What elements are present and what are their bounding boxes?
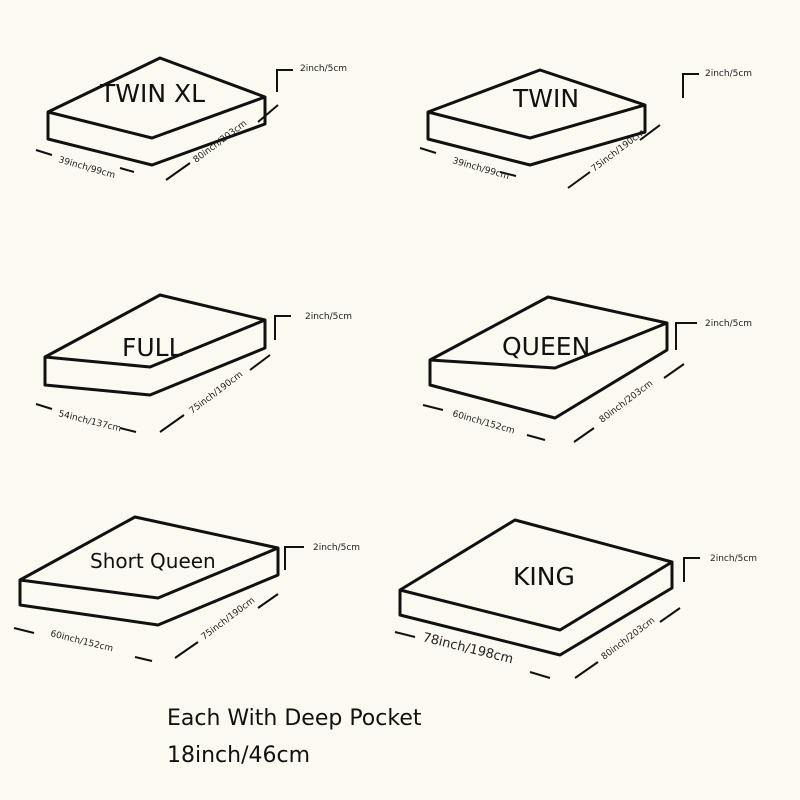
mattress-queen: QUEEN 2inch/5cm 60inch/152cm 80inch/203c… xyxy=(422,295,752,443)
length-arrow xyxy=(174,593,279,659)
width-label: 60inch/152cm xyxy=(49,629,114,654)
width-label: 39inch/99cm xyxy=(57,155,116,181)
size-label: TWIN xyxy=(512,84,579,113)
mattress-outline xyxy=(426,68,647,167)
height-bracket xyxy=(675,322,697,350)
height-bracket xyxy=(683,557,700,582)
mattress-twin: TWIN 2inch/5cm 39inch/99cm 75inch/190cm xyxy=(419,68,752,189)
width-arrow xyxy=(13,627,153,662)
size-label: TWIN XL xyxy=(99,79,205,108)
mattress-outline xyxy=(46,56,267,167)
mattress-twin-xl: TWIN XL 2inch/5cm 39inch/99cm 80inch/203… xyxy=(35,56,347,181)
length-arrow xyxy=(159,354,271,433)
width-label: 39inch/99cm xyxy=(451,156,510,182)
height-label: 2inch/5cm xyxy=(710,554,757,564)
height-label: 2inch/5cm xyxy=(313,543,360,553)
length-arrow xyxy=(574,607,681,679)
height-label: 2inch/5cm xyxy=(705,319,752,329)
size-label: QUEEN xyxy=(502,332,590,361)
length-arrow xyxy=(567,124,661,189)
mattress-outline xyxy=(398,518,674,657)
height-label: 2inch/5cm xyxy=(705,69,752,79)
deep-pocket-caption: Each With Deep Pocket xyxy=(167,706,422,731)
height-label: 2inch/5cm xyxy=(300,64,347,74)
length-arrow xyxy=(573,363,685,443)
mattress-king: KING 2inch/5cm 78inch/198cm 80inch/203cm xyxy=(394,518,757,679)
height-label: 2inch/5cm xyxy=(305,312,352,322)
mattress-full: FULL 2inch/5cm 54inch/137cm 75inch/190cm xyxy=(35,293,352,434)
mattress-outline xyxy=(428,295,669,420)
height-bracket xyxy=(276,69,293,92)
height-bracket xyxy=(682,73,699,98)
width-label: 54inch/137cm xyxy=(57,409,122,434)
mattress-outline xyxy=(43,293,267,397)
mattress-outline xyxy=(18,515,280,627)
size-label: KING xyxy=(513,562,575,591)
width-arrow xyxy=(35,149,135,173)
size-label: FULL xyxy=(122,333,183,362)
height-bracket xyxy=(274,315,291,340)
mattress-short-queen: Short Queen 2inch/5cm 60inch/152cm 75inc… xyxy=(13,515,360,662)
width-arrow xyxy=(394,631,551,679)
width-arrow xyxy=(422,404,546,441)
height-bracket xyxy=(284,546,304,570)
size-label: Short Queen xyxy=(90,549,216,573)
length-arrow xyxy=(165,104,279,181)
width-label: 60inch/152cm xyxy=(451,409,516,436)
deep-pocket-size: 18inch/46cm xyxy=(167,743,311,768)
width-arrow xyxy=(419,147,517,177)
width-arrow xyxy=(35,403,137,433)
